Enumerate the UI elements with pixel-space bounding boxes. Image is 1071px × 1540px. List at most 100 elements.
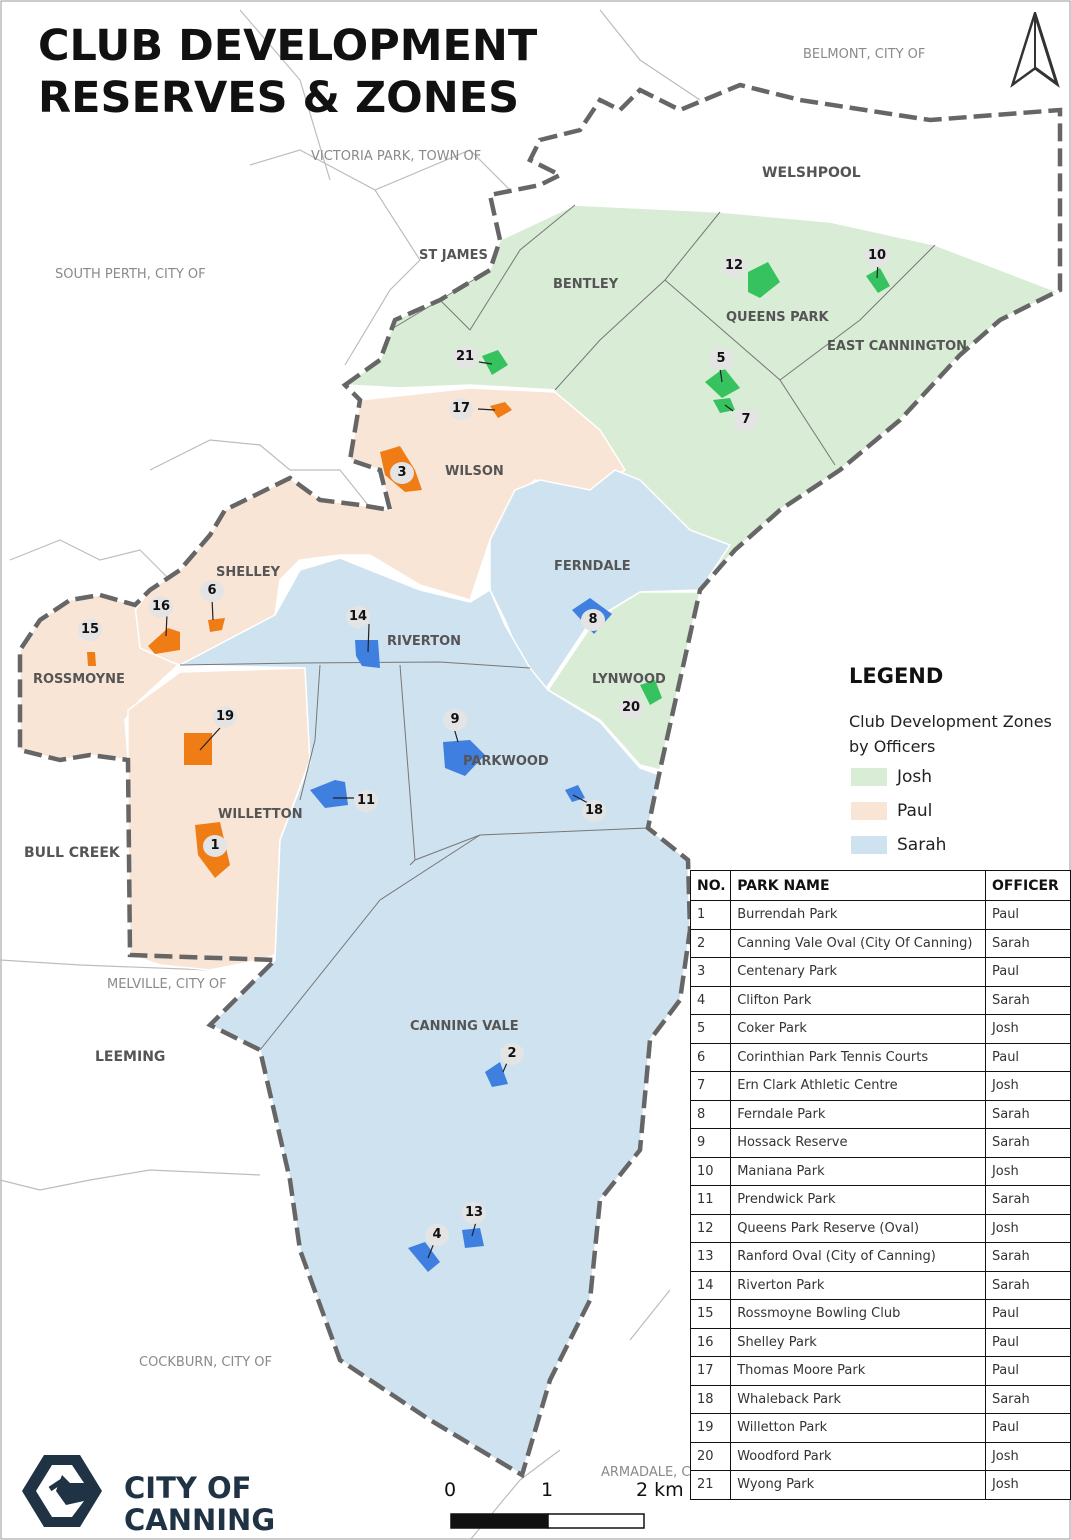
cell-no: 12 bbox=[689, 1213, 732, 1243]
cell-no: 6 bbox=[689, 1042, 732, 1072]
cell-park-name: Queens Park Reserve (Oval) bbox=[730, 1213, 986, 1243]
cell-no: 5 bbox=[689, 1014, 732, 1044]
cell-officer: Josh bbox=[984, 1470, 1071, 1500]
park-marker[interactable]: 21 bbox=[453, 346, 477, 368]
cell-officer: Paul bbox=[984, 1413, 1071, 1443]
cell-park-name: Ern Clark Athletic Centre bbox=[730, 1071, 986, 1101]
label-shelley: SHELLEY bbox=[216, 565, 280, 580]
park-marker[interactable]: 2 bbox=[500, 1043, 524, 1065]
scale-bar bbox=[450, 1513, 645, 1529]
park-marker[interactable]: 8 bbox=[581, 609, 605, 631]
cell-no: 21 bbox=[689, 1470, 732, 1500]
legend-title: LEGEND bbox=[849, 664, 944, 688]
legend-swatch-paul bbox=[851, 802, 887, 820]
park-marker[interactable]: 17 bbox=[449, 398, 473, 420]
park-marker[interactable]: 1 bbox=[203, 835, 227, 857]
cell-park-name: Shelley Park bbox=[730, 1327, 986, 1357]
label-melville: MELVILLE, CITY OF bbox=[107, 977, 227, 992]
label-east-cannington: EAST CANNINGTON bbox=[827, 339, 968, 354]
cell-no: 10 bbox=[689, 1156, 732, 1186]
park-marker[interactable]: 11 bbox=[354, 790, 378, 812]
park-marker[interactable]: 5 bbox=[709, 348, 733, 370]
park-marker[interactable]: 18 bbox=[582, 800, 606, 822]
cell-officer: Sarah bbox=[984, 1242, 1071, 1272]
cell-officer: Sarah bbox=[984, 1384, 1071, 1414]
cell-officer: Sarah bbox=[984, 928, 1071, 958]
legend-label-josh: Josh bbox=[897, 767, 933, 787]
label-canning-vale: CANNING VALE bbox=[410, 1019, 519, 1034]
park-marker[interactable]: 4 bbox=[425, 1224, 449, 1246]
park-marker[interactable]: 9 bbox=[443, 709, 467, 731]
logo-text: CITY OF CANNING bbox=[124, 1472, 275, 1536]
park-marker[interactable]: 19 bbox=[213, 706, 237, 728]
park-marker[interactable]: 20 bbox=[619, 697, 643, 719]
park-marker[interactable]: 3 bbox=[390, 462, 414, 484]
cell-no: 1 bbox=[689, 900, 732, 930]
cell-officer: Josh bbox=[984, 1156, 1071, 1186]
legend-item-sarah: Sarah bbox=[851, 832, 946, 858]
label-willetton: WILLETTON bbox=[218, 807, 303, 822]
cell-no: 19 bbox=[689, 1413, 732, 1443]
park-marker[interactable]: 6 bbox=[200, 580, 224, 602]
park-marker[interactable]: 15 bbox=[78, 619, 102, 641]
legend-subtitle: Club Development Zones by Officers bbox=[849, 712, 1052, 756]
cell-officer: Paul bbox=[984, 1042, 1071, 1072]
cell-no: 13 bbox=[689, 1242, 732, 1272]
map-title: CLUB DEVELOPMENT RESERVES & ZONES bbox=[38, 20, 537, 124]
park-marker[interactable]: 12 bbox=[722, 255, 746, 277]
cell-no: 3 bbox=[689, 957, 732, 987]
label-parkwood: PARKWOOD bbox=[463, 754, 549, 769]
park-marker[interactable]: 13 bbox=[462, 1202, 486, 1224]
legend-swatch-sarah bbox=[851, 836, 887, 854]
cell-no: 14 bbox=[689, 1270, 732, 1300]
table-header-row: NO. PARK NAME OFFICER bbox=[689, 870, 1071, 901]
cell-officer: Paul bbox=[984, 957, 1071, 987]
cell-no: 2 bbox=[689, 928, 732, 958]
zone-sarah bbox=[177, 469, 732, 1477]
cell-no: 17 bbox=[689, 1356, 732, 1386]
legend-label-sarah: Sarah bbox=[897, 835, 947, 855]
cell-no: 20 bbox=[689, 1441, 732, 1471]
cell-no: 11 bbox=[689, 1185, 732, 1215]
cell-park-name: Maniana Park bbox=[730, 1156, 986, 1186]
header-no: NO. bbox=[689, 870, 732, 901]
cell-officer: Josh bbox=[984, 1441, 1071, 1471]
park-marker[interactable]: 16 bbox=[149, 596, 173, 618]
park-marker[interactable]: 7 bbox=[734, 409, 758, 431]
legend-swatch-josh bbox=[851, 768, 887, 786]
header-officer: OFFICER bbox=[984, 870, 1071, 901]
cell-park-name: Ranford Oval (City of Canning) bbox=[730, 1242, 986, 1272]
suburb-boundaries bbox=[179, 204, 936, 1051]
label-cockburn: COCKBURN, CITY OF bbox=[139, 1355, 273, 1370]
legend-item-paul: Paul bbox=[851, 798, 932, 824]
cell-park-name: Ferndale Park bbox=[730, 1099, 986, 1129]
cell-park-name: Coker Park bbox=[730, 1014, 986, 1044]
label-belmont: BELMONT, CITY OF bbox=[803, 47, 926, 62]
cell-officer: Sarah bbox=[984, 1128, 1071, 1158]
cell-officer: Sarah bbox=[984, 985, 1071, 1015]
park-marker[interactable]: 10 bbox=[865, 245, 889, 267]
north-arrow-icon bbox=[1010, 12, 1060, 88]
cell-park-name: Corinthian Park Tennis Courts bbox=[730, 1042, 986, 1072]
park-marker[interactable]: 14 bbox=[346, 606, 370, 628]
header-park-name: PARK NAME bbox=[730, 870, 986, 901]
zone-paul bbox=[19, 387, 627, 971]
label-ferndale: FERNDALE bbox=[554, 559, 631, 574]
park-polygons bbox=[87, 262, 890, 1272]
